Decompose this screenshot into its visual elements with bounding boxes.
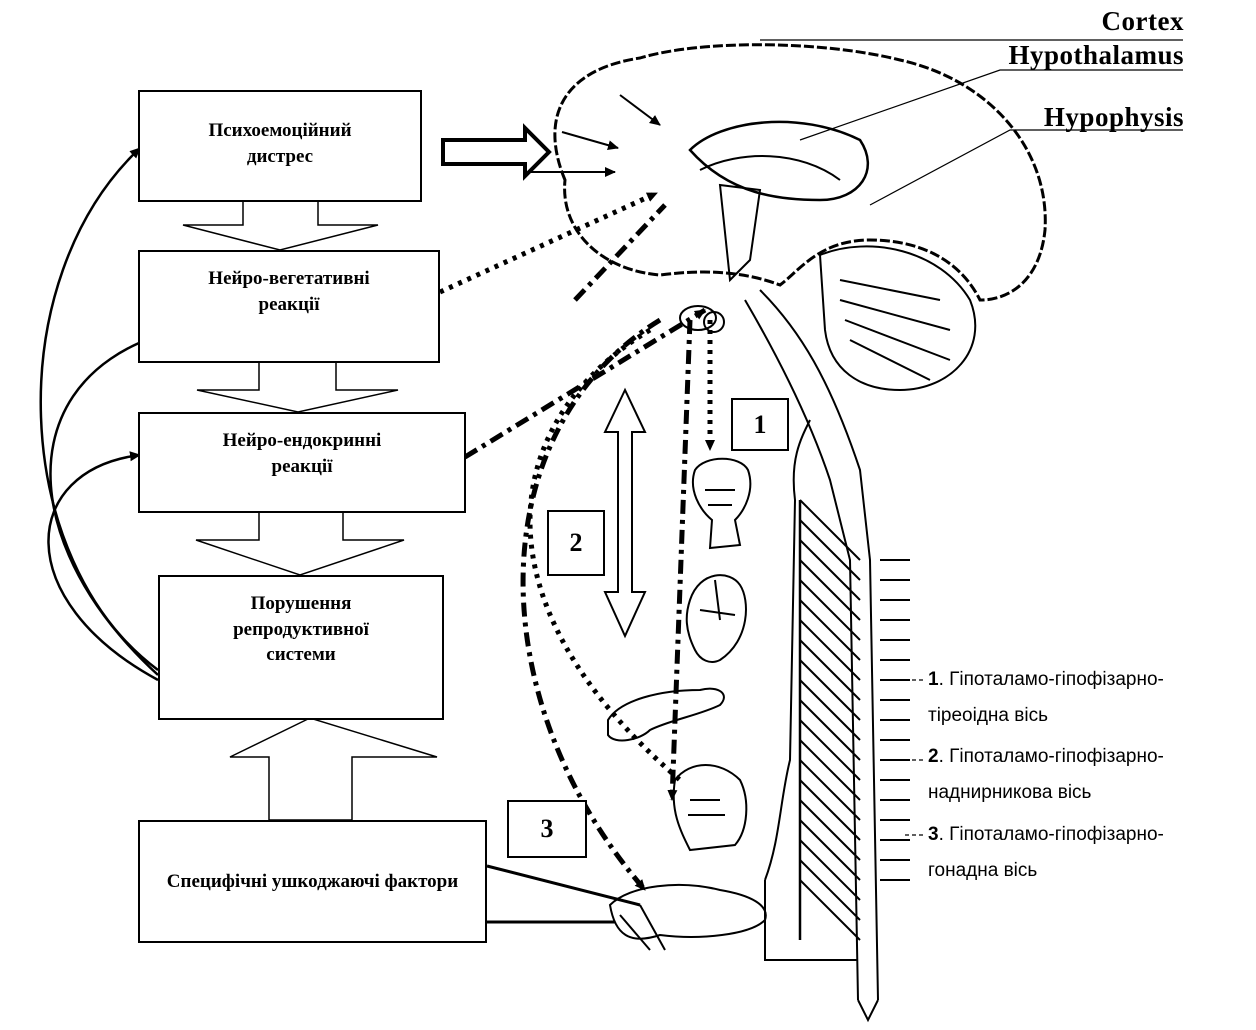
brain-outline [555, 45, 1045, 300]
axis-number-2: 2 [547, 510, 605, 576]
axis-number-3: 3 [507, 800, 587, 858]
flow-arrow-distress-to-vegetative [183, 200, 378, 250]
flow-arrow-endocrine-to-reproductive [196, 512, 404, 575]
legend-item-1-text: . Гіпоталамо-гіпофізарно- [939, 669, 1164, 690]
legend-item-3-num: 3 [928, 824, 939, 845]
cerebellum [820, 246, 975, 390]
box-neuro-endocrine-text: Нейро-ендокринні реакції [207, 428, 397, 479]
legend-item-3-text: . Гіпоталамо-гіпофізарно- [939, 824, 1164, 845]
legend-item-1-line2: тіреоідна вісь [928, 705, 1048, 727]
legend-item-3-line1: 3. Гіпоталамо-гіпофізарно- [928, 824, 1164, 846]
factors-to-gonads-lines [487, 866, 640, 922]
box-neuro-vegetative-text: Нейро-вегетативні реакції [189, 266, 389, 317]
thyroid-gland [693, 459, 750, 548]
adrenal-kidney [674, 765, 747, 850]
legend-item-3-line2: гонадна вісь [928, 860, 1037, 882]
pancreas [608, 689, 724, 741]
box-reproductive-disorders: Порушення репродуктивної системи [158, 575, 444, 720]
box-psychoemotional-distress: Психоемоційний дистрес [138, 90, 422, 202]
legend-item-2-line1: 2. Гіпоталамо-гіпофізарно- [928, 746, 1164, 768]
heart [687, 575, 746, 662]
axis-number-1: 1 [731, 398, 789, 451]
legend-item-2-line2: наднирникова вісь [928, 782, 1091, 804]
legend-item-1-line1: 1. Гіпоталамо-гіпофізарно- [928, 669, 1164, 691]
legend-item-2-num: 2 [928, 746, 939, 767]
box-specific-damaging-factors-text: Специфічні ушкоджаючі фактори [163, 869, 463, 895]
gonads [610, 885, 766, 950]
box-specific-damaging-factors: Специфічні ушкоджаючі фактори [138, 820, 487, 943]
legend-item-2-text: . Гіпоталамо-гіпофізарно- [939, 746, 1164, 767]
label-hypothalamus: Hypothalamus [1008, 40, 1184, 71]
flow-arrow-factors-to-reproductive [230, 718, 437, 820]
box-reproductive-disorders-text: Порушення репродуктивної системи [216, 591, 386, 668]
box-neuro-vegetative: Нейро-вегетативні реакції [138, 250, 440, 363]
box-neuro-endocrine: Нейро-ендокринні реакції [138, 412, 466, 513]
box-psychoemotional-distress-text: Психоемоційний дистрес [195, 118, 365, 169]
label-cortex: Cortex [1102, 6, 1184, 37]
flow-arrow-vegetative-to-endocrine [197, 362, 398, 412]
hollow-arrow-to-cortex [443, 128, 549, 176]
double-arrow-vertical [605, 390, 645, 636]
label-hypophysis: Hypophysis [1044, 102, 1184, 133]
legend-item-1-num: 1 [928, 669, 939, 690]
